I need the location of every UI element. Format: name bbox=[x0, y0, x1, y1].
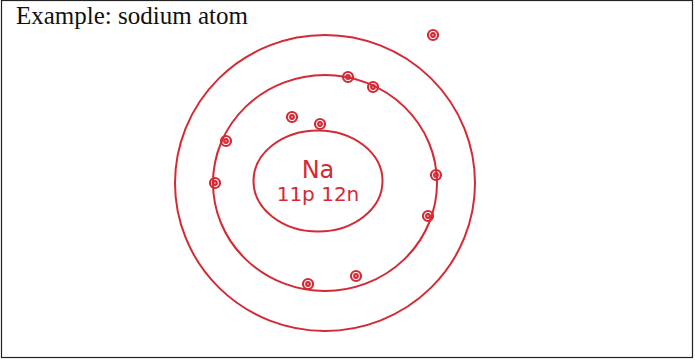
middle-shell bbox=[213, 75, 437, 291]
nucleus-circle: Na11p 12n bbox=[252, 129, 384, 233]
diagram-title: Example: sodium atom bbox=[16, 2, 248, 30]
outer-shell bbox=[175, 35, 475, 331]
element-symbol: Na bbox=[302, 157, 335, 183]
nucleon-count: 11p 12n bbox=[277, 183, 360, 205]
electrons bbox=[210, 30, 441, 289]
